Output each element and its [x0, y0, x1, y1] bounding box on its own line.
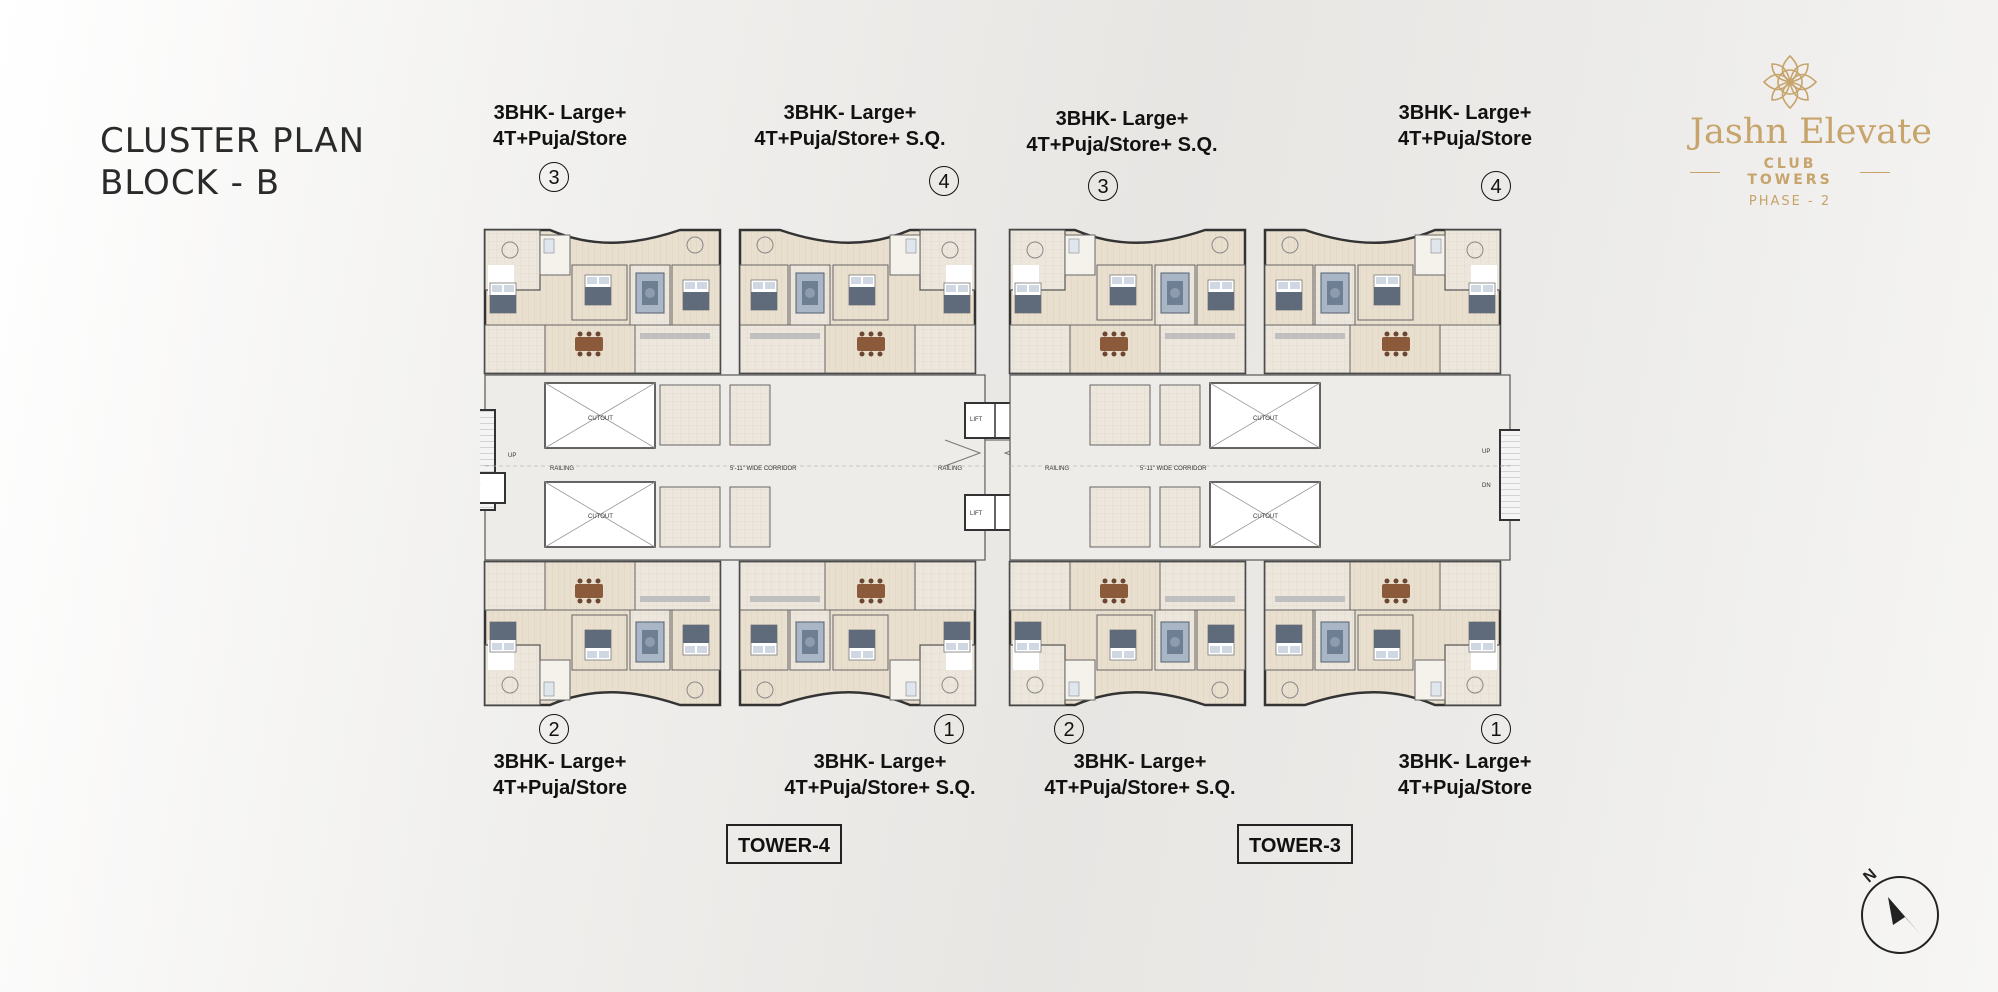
unit-config: 4T+Puja/Store+ S.Q.	[1026, 134, 1218, 156]
unit-number-badge: 1	[934, 714, 964, 744]
unit-type: 3BHK- Large+	[493, 102, 627, 124]
unit-label-t4-bottom-left: 3BHK- Large+ 4T+Puja/Store	[480, 749, 640, 801]
unit-type: 3BHK- Large+	[493, 751, 627, 773]
unit-config: 4T+Puja/Store	[493, 128, 627, 150]
tower-label-left: TOWER-4	[726, 824, 842, 864]
unit-number-badge: 2	[539, 714, 569, 744]
unit-label-t4-top-right: 3BHK- Large+ 4T+Puja/Store+ S.Q.	[740, 100, 960, 152]
unit-number-badge: 3	[539, 162, 569, 192]
corridor-label: 5'-11" WIDE CORRIDOR	[730, 466, 797, 472]
unit-type: 3BHK- Large+	[813, 751, 947, 773]
brand-logo: Jashn Elevate CLUB TOWERS PHASE - 2	[1690, 52, 1932, 212]
unit-number-badge: 2	[1054, 714, 1084, 744]
brand-phase: PHASE - 2	[1748, 194, 1832, 209]
cutout-label: CUTOUT	[588, 514, 613, 520]
unit-config: 4T+Puja/Store+ S.Q.	[754, 128, 946, 150]
lift-label: LIFT	[970, 417, 983, 423]
unit-type: 3BHK- Large+	[783, 102, 917, 124]
unit-type: 3BHK- Large+	[1073, 751, 1207, 773]
lift-label: LIFT	[970, 511, 983, 517]
unit-config: 4T+Puja/Store	[1398, 777, 1532, 799]
unit-config: 4T+Puja/Store	[1398, 128, 1532, 150]
unit-label-t3-top-right: 3BHK- Large+ 4T+Puja/Store	[1380, 100, 1550, 152]
cutout-label: CUTOUT	[588, 416, 613, 422]
unit-number-badge: 1	[1481, 714, 1511, 744]
stair-up-label: UP	[508, 453, 516, 459]
brand-name: Jashn Elevate	[1690, 112, 1932, 152]
cutout-label: CUTOUT	[1253, 416, 1278, 422]
unit-label-t4-bottom-right: 3BHK- Large+ 4T+Puja/Store+ S.Q.	[770, 749, 990, 801]
tower-label-right: TOWER-3	[1237, 824, 1353, 864]
north-compass-icon: N	[1860, 866, 1939, 954]
unit-type: 3BHK- Large+	[1055, 108, 1189, 130]
page-title: CLUSTER PLAN BLOCK - B	[100, 120, 365, 204]
brand-subtitle: CLUB TOWERS	[1690, 156, 1890, 188]
unit-number-badge: 4	[1481, 171, 1511, 201]
unit-number-badge: 4	[929, 166, 959, 196]
brand-subtitle-text: CLUB TOWERS	[1747, 156, 1833, 188]
unit-label-t3-top-left: 3BHK- Large+ 4T+Puja/Store+ S.Q.	[1012, 106, 1232, 158]
railing-label: RAILING	[938, 466, 962, 472]
unit-config: 4T+Puja/Store+ S.Q.	[784, 777, 976, 799]
stair-down-label: DN	[1482, 483, 1491, 489]
unit-config: 4T+Puja/Store	[493, 777, 627, 799]
lotus-emblem-icon	[1762, 54, 1818, 110]
stair-up-label: UP	[1482, 449, 1490, 455]
unit-label-t3-bottom-left: 3BHK- Large+ 4T+Puja/Store+ S.Q.	[1030, 749, 1250, 801]
unit-label-t3-bottom-right: 3BHK- Large+ 4T+Puja/Store	[1380, 749, 1550, 801]
unit-type: 3BHK- Large+	[1398, 102, 1532, 124]
title-line-1: CLUSTER PLAN	[100, 121, 366, 161]
corridor-label: 5'-11" WIDE CORRIDOR	[1140, 466, 1207, 472]
railing-label: RAILING	[550, 466, 574, 472]
unit-type: 3BHK- Large+	[1398, 751, 1532, 773]
unit-config: 4T+Puja/Store+ S.Q.	[1044, 777, 1236, 799]
compass-north-label: N	[1860, 866, 1880, 886]
cutout-label: CUTOUT	[1253, 514, 1278, 520]
unit-label-t4-top-left: 3BHK- Large+ 4T+Puja/Store	[480, 100, 640, 152]
railing-label: RAILING	[1045, 466, 1069, 472]
title-line-2: BLOCK - B	[100, 163, 281, 203]
lift-label: LIFT	[480, 485, 481, 491]
cluster-floor-plan: 5'-11" WIDE CORRIDOR 5'-11" WIDE CORRIDO…	[480, 225, 1520, 710]
unit-number-badge: 3	[1088, 171, 1118, 201]
